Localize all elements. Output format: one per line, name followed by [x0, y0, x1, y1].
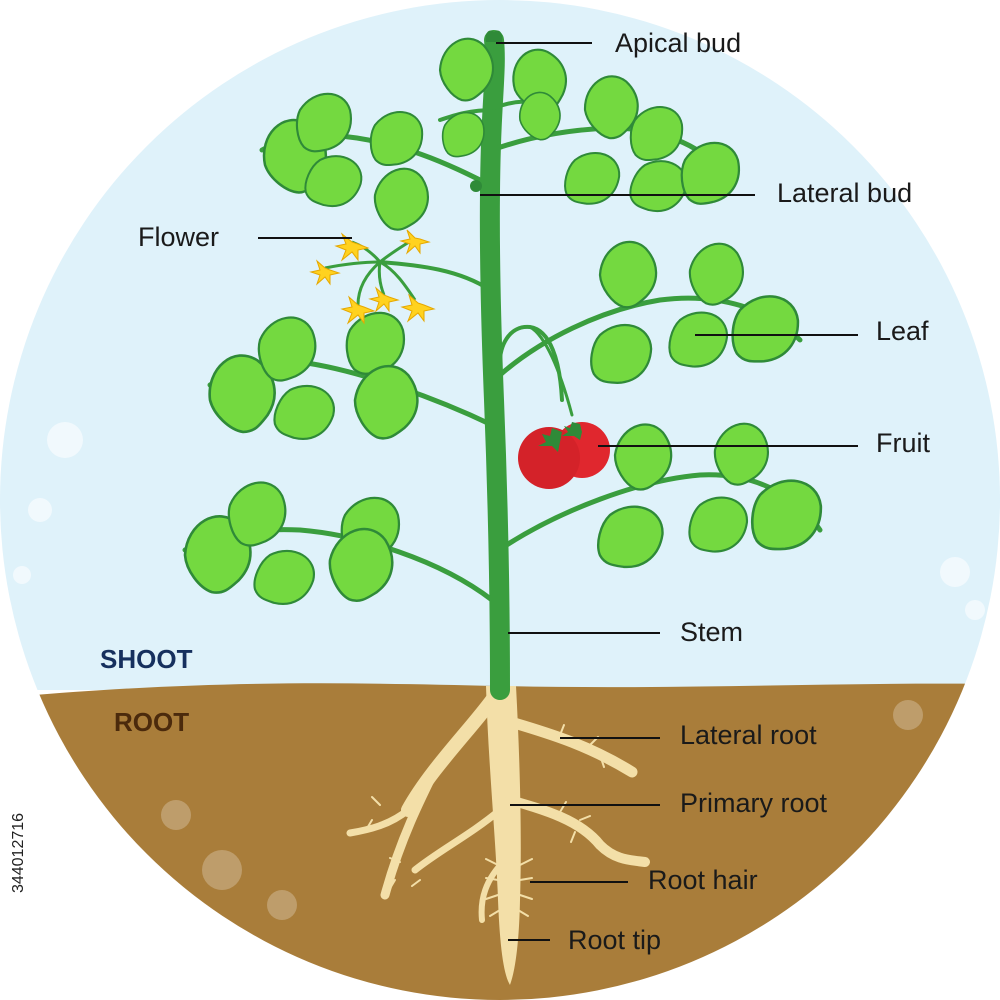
- soil-bubbles: [161, 700, 923, 920]
- label-stem: Stem: [680, 617, 744, 647]
- decorative-bubbles: [13, 422, 985, 620]
- fruit-cluster: [518, 422, 610, 489]
- label-root-hair: Root hair: [648, 865, 758, 895]
- stock-id-value: 344012716: [10, 812, 27, 894]
- apical-bud: [485, 30, 503, 42]
- primary-root: [486, 686, 521, 985]
- label-root-tip: Root tip: [568, 925, 662, 955]
- label-leaf: Leaf: [876, 316, 929, 346]
- label-flower: Flower: [138, 222, 220, 252]
- label-lateral-root: Lateral root: [680, 720, 817, 750]
- label-apical-bud: Apical bud: [615, 28, 742, 58]
- label-fruit: Fruit: [876, 428, 930, 458]
- leader-lines: [258, 42, 858, 941]
- lateral-bud: [470, 180, 482, 192]
- label-primary-root: Primary root: [680, 788, 828, 818]
- shoot-zone-label: SHOOT: [100, 644, 193, 674]
- stock-id-text: 344012716: [4, 768, 34, 938]
- label-lateral-bud: Lateral bud: [777, 178, 913, 208]
- flower-cluster: [309, 229, 436, 325]
- root-zone-label: ROOT: [114, 707, 190, 737]
